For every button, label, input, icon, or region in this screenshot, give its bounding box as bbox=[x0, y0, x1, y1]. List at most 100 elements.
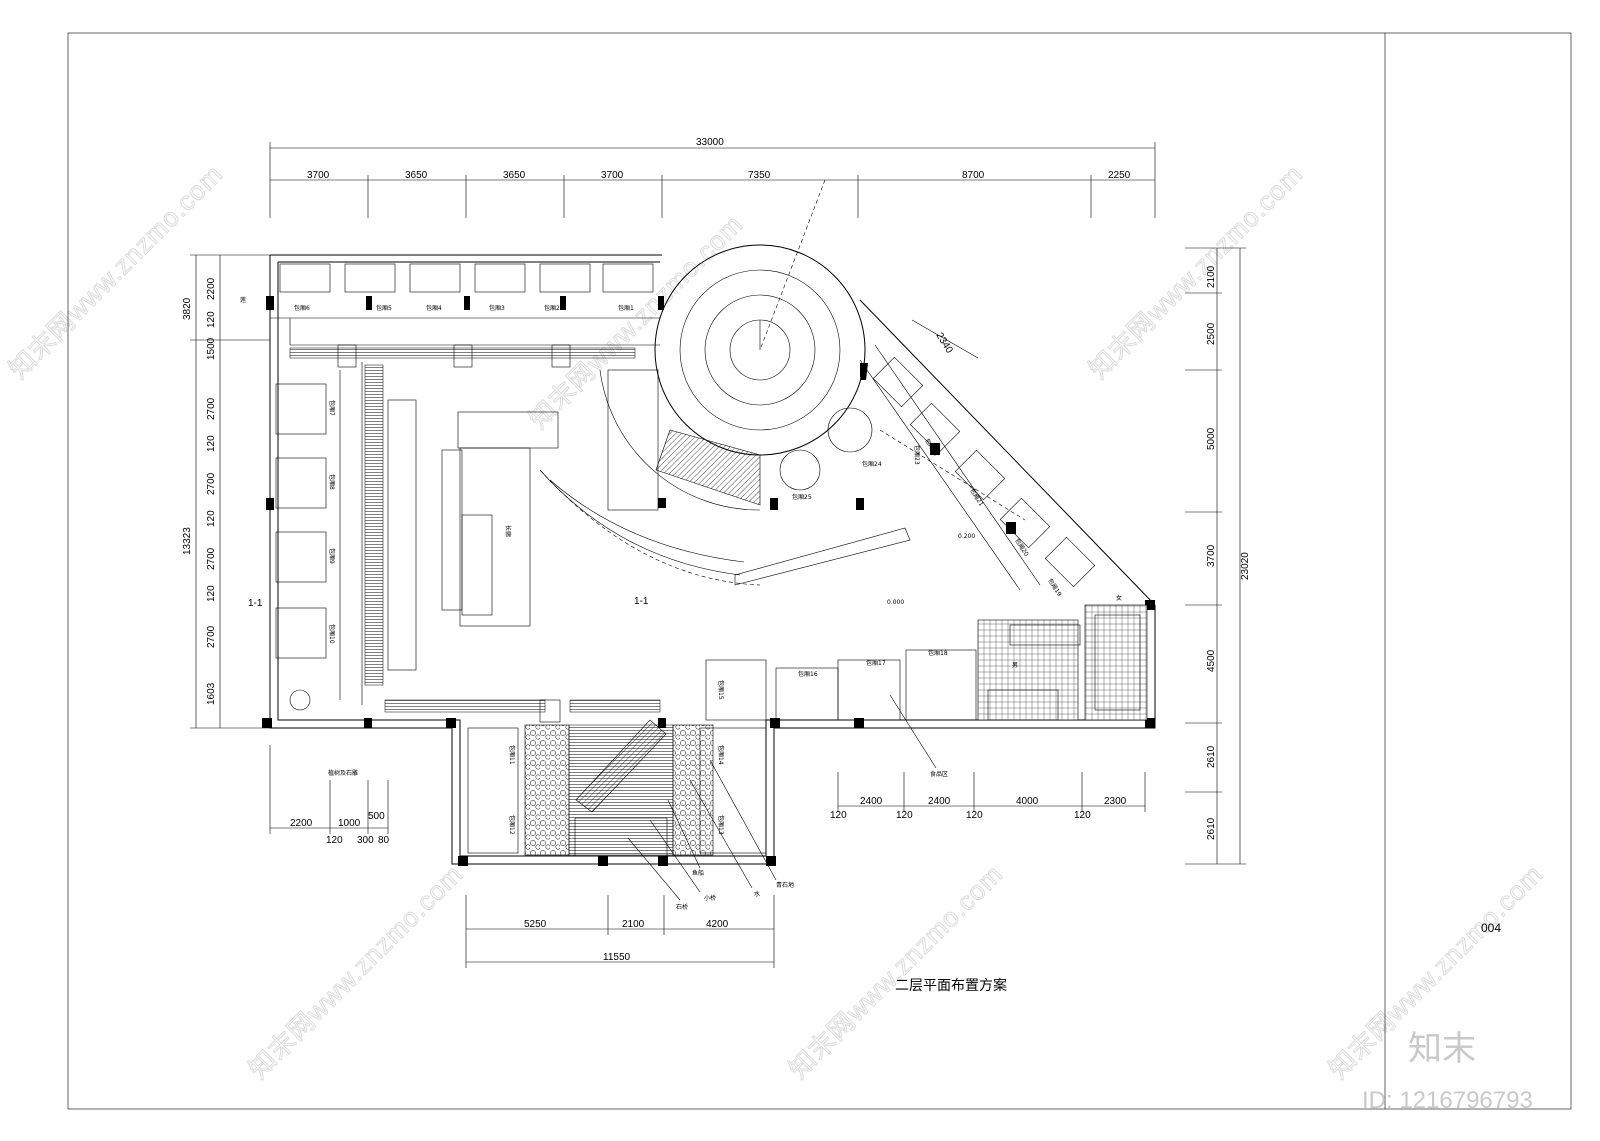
dim-bottom-right: 120 bbox=[896, 810, 913, 821]
room-label: 包厢6 bbox=[294, 304, 310, 312]
stone-bridge-label: 石桥 bbox=[676, 903, 688, 911]
dim-right: 2610 bbox=[1206, 745, 1217, 768]
dim-bottom-center: 5250 bbox=[524, 919, 547, 930]
section-mark: 1-1 bbox=[634, 596, 649, 607]
dim-bottom-left: 500 bbox=[368, 811, 385, 822]
dim-top: 7350 bbox=[748, 170, 771, 181]
dim-bottom-center-total: 11550 bbox=[603, 952, 631, 963]
dim-left: 3820 bbox=[182, 297, 193, 320]
room-label: 包厢1 bbox=[618, 304, 634, 312]
right-dimensions: 23020 2100 2500 5000 3700 4500 2610 2610 bbox=[1185, 247, 1251, 865]
room-label: 包厢17 bbox=[866, 659, 886, 667]
room-label: 包厢14 bbox=[717, 745, 725, 765]
dim-right: 2610 bbox=[1206, 817, 1217, 840]
dim-bottom-left: 1000 bbox=[338, 818, 361, 829]
watermark: 知末网www.znzmo.com bbox=[783, 859, 1009, 1085]
small-bridge-label: 小桥 bbox=[704, 894, 716, 902]
room-label: 包厢10 bbox=[328, 624, 336, 644]
dim-bottom-right: 2400 bbox=[860, 796, 883, 807]
dim-left: 2700 bbox=[206, 547, 217, 570]
watermark: 知末网www.znzmo.com bbox=[243, 859, 469, 1085]
left-private-rooms: 包厢7 包厢8 包厢9 包厢10 1-1 植树及石雕 bbox=[248, 362, 363, 777]
room-label: 包厢24 bbox=[862, 460, 882, 468]
dim-top: 3700 bbox=[601, 170, 624, 181]
room-label: 包厢8 bbox=[328, 474, 336, 490]
dim-bottom-right: 120 bbox=[1074, 810, 1091, 821]
dim-top: 3650 bbox=[405, 170, 428, 181]
dim-left: 1500 bbox=[206, 337, 217, 360]
dim-bottom-left: 300 bbox=[357, 835, 374, 846]
dim-diagonal: 2340 bbox=[933, 331, 954, 356]
spiral-stair: 包厢23 包厢24 包厢25 bbox=[599, 179, 921, 511]
image-id: ID: 1216796793 bbox=[1362, 1087, 1533, 1114]
lotus-label: 莲 bbox=[240, 296, 246, 304]
dim-left: 120 bbox=[206, 510, 217, 527]
watermark: 知末网www.znzmo.com bbox=[3, 159, 229, 385]
room-label: 包厢25 bbox=[792, 493, 812, 501]
bottom-private-rooms: 包厢11 包厢12 包厢13 包厢14 包厢15 包厢16 包厢17 包厢18 … bbox=[467, 649, 977, 854]
corridor bbox=[289, 347, 661, 713]
hall-label: 长廊 bbox=[504, 525, 512, 537]
dim-right: 3700 bbox=[1206, 544, 1217, 567]
male-label: 男 bbox=[1012, 662, 1018, 669]
sheet-number: 004 bbox=[1481, 921, 1501, 935]
dim-bottom-left: 2200 bbox=[290, 818, 313, 829]
dim-bottom-right: 4000 bbox=[1016, 796, 1039, 807]
room-label: 包厢21 bbox=[968, 487, 985, 508]
dim-bottom-right: 2300 bbox=[1104, 796, 1127, 807]
sheet-border bbox=[67, 32, 1572, 1110]
room-label: 包厢11 bbox=[508, 745, 516, 765]
dim-left-total: 13323 bbox=[182, 527, 193, 555]
drawing-title: 二层平面布置方案 bbox=[895, 977, 1007, 994]
watermark: 知末网www.znzmo.com bbox=[523, 209, 749, 435]
room-label: 包厢5 bbox=[376, 304, 392, 312]
dim-right: 2500 bbox=[1206, 322, 1217, 345]
water-label: 水 bbox=[754, 890, 760, 898]
fish-boat-label: 鱼船 bbox=[692, 869, 704, 877]
room-label: 包厢3 bbox=[489, 304, 505, 312]
dim-right: 4500 bbox=[1206, 649, 1217, 672]
room-label: 包厢16 bbox=[798, 670, 818, 678]
dim-left: 120 bbox=[206, 311, 217, 328]
room-label: 包厢4 bbox=[426, 304, 442, 312]
female-label: 女 bbox=[1116, 594, 1122, 602]
dim-top-total: 33000 bbox=[696, 137, 724, 148]
dim-top: 8700 bbox=[962, 170, 985, 181]
dim-bottom-center: 4200 bbox=[706, 919, 729, 930]
room-label: 包厢2 bbox=[544, 304, 560, 312]
watermark: 知末网www.znzmo.com bbox=[1083, 159, 1309, 385]
dim-right: 5000 bbox=[1206, 427, 1217, 450]
food-area-label: 食品区 bbox=[930, 770, 948, 778]
dim-bottom-right: 120 bbox=[830, 810, 847, 821]
dim-right-total: 23020 bbox=[1240, 552, 1251, 580]
level-label: 0.200 bbox=[958, 533, 975, 540]
brand-logo: 知末 bbox=[1408, 1029, 1476, 1069]
dining-area: 长廊 1-1 0.000 0.200 bbox=[387, 399, 975, 671]
room-label: 包厢19 bbox=[1046, 577, 1063, 598]
green-stone-label: 青石地 bbox=[776, 881, 794, 889]
dim-right: 2100 bbox=[1206, 265, 1217, 288]
room-label: 包厢15 bbox=[717, 680, 725, 700]
level-label: 0.000 bbox=[887, 599, 904, 606]
dim-left: 2700 bbox=[206, 625, 217, 648]
room-label: 包厢13 bbox=[717, 815, 725, 835]
room-label: 包厢9 bbox=[328, 548, 336, 564]
dim-bottom-right: 2400 bbox=[928, 796, 951, 807]
dim-bottom-center: 2100 bbox=[622, 919, 645, 930]
dim-bottom-left: 120 bbox=[326, 835, 343, 846]
section-mark: 1-1 bbox=[248, 598, 263, 609]
dim-left: 2700 bbox=[206, 397, 217, 420]
garden-pond: 石桥 小桥 鱼船 水 青石地 bbox=[524, 699, 794, 911]
room-label: 包厢12 bbox=[508, 815, 516, 835]
dim-top: 3650 bbox=[503, 170, 526, 181]
dim-left: 1603 bbox=[206, 682, 217, 705]
top-dimensions: 33000 3700 3650 3650 3700 7350 8700 2250 bbox=[269, 137, 1156, 218]
trees-label: 植树及石雕 bbox=[328, 769, 358, 777]
dim-bottom-left: 80 bbox=[378, 835, 390, 846]
dim-left: 2200 bbox=[206, 277, 217, 300]
diagonal-private-rooms: 包厢22 包厢21 包厢20 包厢19 bbox=[859, 344, 1096, 598]
dim-bottom-right: 120 bbox=[966, 810, 983, 821]
room-label: 包厢23 bbox=[913, 445, 921, 465]
dim-left: 120 bbox=[206, 435, 217, 452]
